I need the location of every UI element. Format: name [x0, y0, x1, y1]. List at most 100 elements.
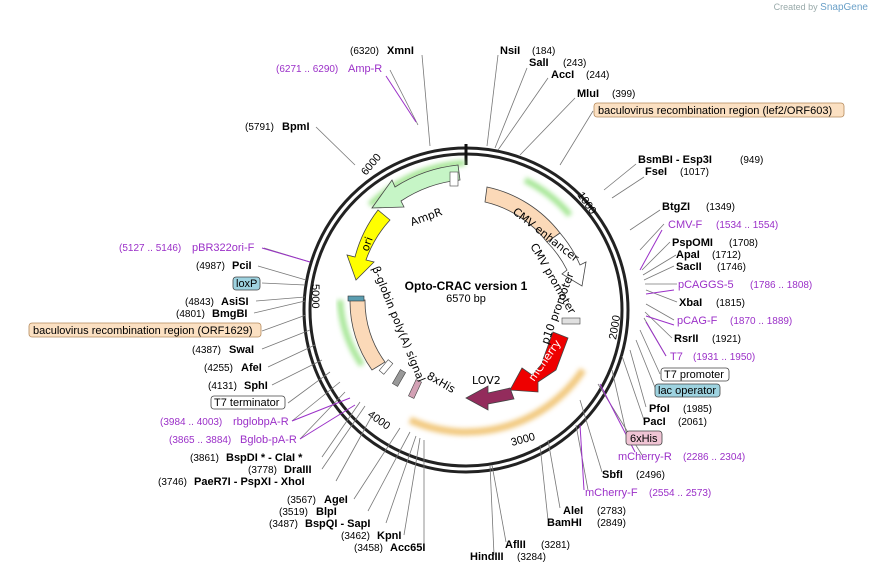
site-asisi: AsiSI: [221, 296, 249, 308]
tick-5000: 5000: [309, 284, 321, 308]
site-acci: AccI: [551, 69, 574, 81]
site-acc65i: Acc65I: [390, 542, 425, 554]
site-sacii-pos: (1746): [717, 262, 746, 273]
site-bpmi-pos: (5791): [245, 122, 274, 133]
site-draiii: DraIII: [284, 464, 312, 476]
site-pfoi: PfoI: [649, 403, 670, 415]
site-bmgbi-pos: (4801): [176, 309, 205, 320]
primer-cmv-f-range: (1534 .. 1554): [716, 220, 778, 231]
map-length: 6570 bp: [446, 293, 486, 305]
glow-arc-ampr: [367, 160, 466, 208]
site-bamhi: BamHI: [547, 517, 582, 529]
primer-bglob-pa-r: Bglob-pA-R: [240, 434, 297, 446]
site-mlui-pos: (399): [612, 89, 635, 100]
primer-mcherry-r: mCherry-R: [618, 451, 672, 463]
tick-3000: 3000: [510, 431, 537, 449]
primer-rbglobpa-r: rbglobpA-R: [233, 416, 289, 428]
feature-ampr: [371, 164, 461, 209]
feature-mcherry: [509, 331, 569, 393]
site-pspomi: PspOMI: [672, 237, 713, 249]
feature-dots-box: [449, 171, 459, 187]
tick-2000: 2000: [607, 314, 623, 340]
glow-arc-cmv: [523, 177, 573, 217]
site-blpi: BlpI: [316, 506, 337, 518]
glow-arc-baculo: [408, 368, 586, 436]
site-btgzi: BtgZI: [662, 201, 690, 213]
site-pspomi-pos: (1708): [729, 238, 758, 249]
feature-loxp-box: [347, 295, 365, 302]
feature-8xhis: [408, 379, 422, 399]
feature-small-box-1: [391, 369, 407, 387]
site-kpni: KpnI: [377, 530, 401, 542]
site-swai: SwaI: [229, 344, 254, 356]
site-sbfi: SbfI: [602, 469, 623, 481]
site-rsrii: RsrII: [674, 333, 698, 345]
site-bspdi-pos: (3861): [190, 453, 219, 464]
label-8xhis: 8xHis: [425, 369, 458, 396]
primer-bglob-pa-r-range: (3865 .. 3884): [169, 435, 231, 446]
primer-amp-r-range: (6271 .. 6290): [276, 64, 338, 75]
site-bsmbi: BsmBI - Esp3I: [638, 154, 712, 166]
site-sali-pos: (243): [563, 58, 586, 69]
label-ampr: AmpR: [409, 205, 445, 229]
site-apai: ApaI: [676, 249, 700, 261]
site-sapi-pos: (3487): [269, 519, 298, 530]
site-acc65i-pos: (3458): [354, 543, 383, 554]
leader-lines-left: [253, 54, 431, 547]
site-bamhi-pos: (2849): [597, 518, 626, 529]
primer-t7: T7: [670, 351, 683, 363]
site-xhoi-pos: (3746): [158, 477, 187, 488]
snapgene-logo-text: SnapGene: [820, 2, 868, 13]
site-xmni-pos: (6320): [350, 46, 379, 57]
box-t7-terminator: [210, 395, 286, 410]
primer-mcherry-f: mCherry-F: [585, 487, 638, 499]
site-aflii-pos: (3281): [541, 540, 570, 551]
feature-small-box-2: [378, 359, 394, 375]
feature-ori: [346, 209, 391, 281]
box-baculo-orf1629-text: baculovirus recombination region (ORF162…: [33, 325, 253, 337]
site-nsii-pos: (184): [532, 46, 555, 57]
site-fsei: FseI: [645, 166, 667, 178]
site-sphi-pos: (4131): [208, 381, 237, 392]
site-paci: PacI: [643, 416, 666, 428]
site-agei: AgeI: [324, 494, 348, 506]
primer-mcherry-f-range: (2554 .. 2573): [649, 488, 711, 499]
site-sali: SalI: [529, 57, 549, 69]
primer-t7-range: (1931 .. 1950): [693, 352, 755, 363]
primer-pcaggs-5: pCAGGS-5: [678, 279, 734, 291]
site-mlui: MluI: [577, 88, 599, 100]
primer-cmv-f: CMV-F: [668, 219, 703, 231]
site-rsrii-pos: (1921): [712, 334, 741, 345]
site-bspdi: BspDI * - ClaI *: [226, 452, 303, 464]
site-xhoi: PaeR7I - PspXI - XhoI: [194, 476, 305, 488]
label-ori: ori: [359, 235, 376, 253]
site-bpmi: BpmI: [282, 121, 310, 133]
box-baculo-orf1629: [28, 322, 262, 338]
box-6xhis-text: 6xHis: [630, 433, 658, 445]
site-pcii: PciI: [232, 260, 252, 272]
map-title: Opto-CRAC version 1: [405, 279, 528, 293]
site-sphi: SphI: [244, 380, 268, 392]
box-loxp-text: loxP: [236, 278, 257, 290]
site-sapi: BspQI - SapI: [305, 518, 370, 530]
feature-cmv-promoter: [546, 232, 587, 287]
box-t7-terminator-text: T7 terminator: [214, 397, 280, 409]
site-nsii: NsiI: [500, 45, 520, 57]
site-xbai: XbaI: [679, 297, 702, 309]
site-afei: AfeI: [241, 362, 262, 374]
site-draiii-pos: (3778): [248, 465, 277, 476]
primer-pcag-f-range: (1870 .. 1889): [730, 316, 792, 327]
site-acci-pos: (244): [586, 70, 609, 81]
site-sbfi-pos: (2496): [636, 470, 665, 481]
primer-pcag-f: pCAG-F: [677, 315, 718, 327]
primer-markers: [261, 75, 675, 491]
site-hindiii-pos: (3284): [517, 552, 546, 563]
feature-polyA: [349, 299, 386, 371]
site-kpni-pos: (3462): [341, 531, 370, 542]
snapgene-credit: Created by SnapGene: [774, 2, 868, 13]
leader-lines-right: [486, 54, 678, 556]
site-hindiii: HindIII: [470, 551, 504, 563]
label-lov2: LOV2: [472, 374, 501, 387]
site-blpi-pos: (3519): [279, 507, 308, 518]
